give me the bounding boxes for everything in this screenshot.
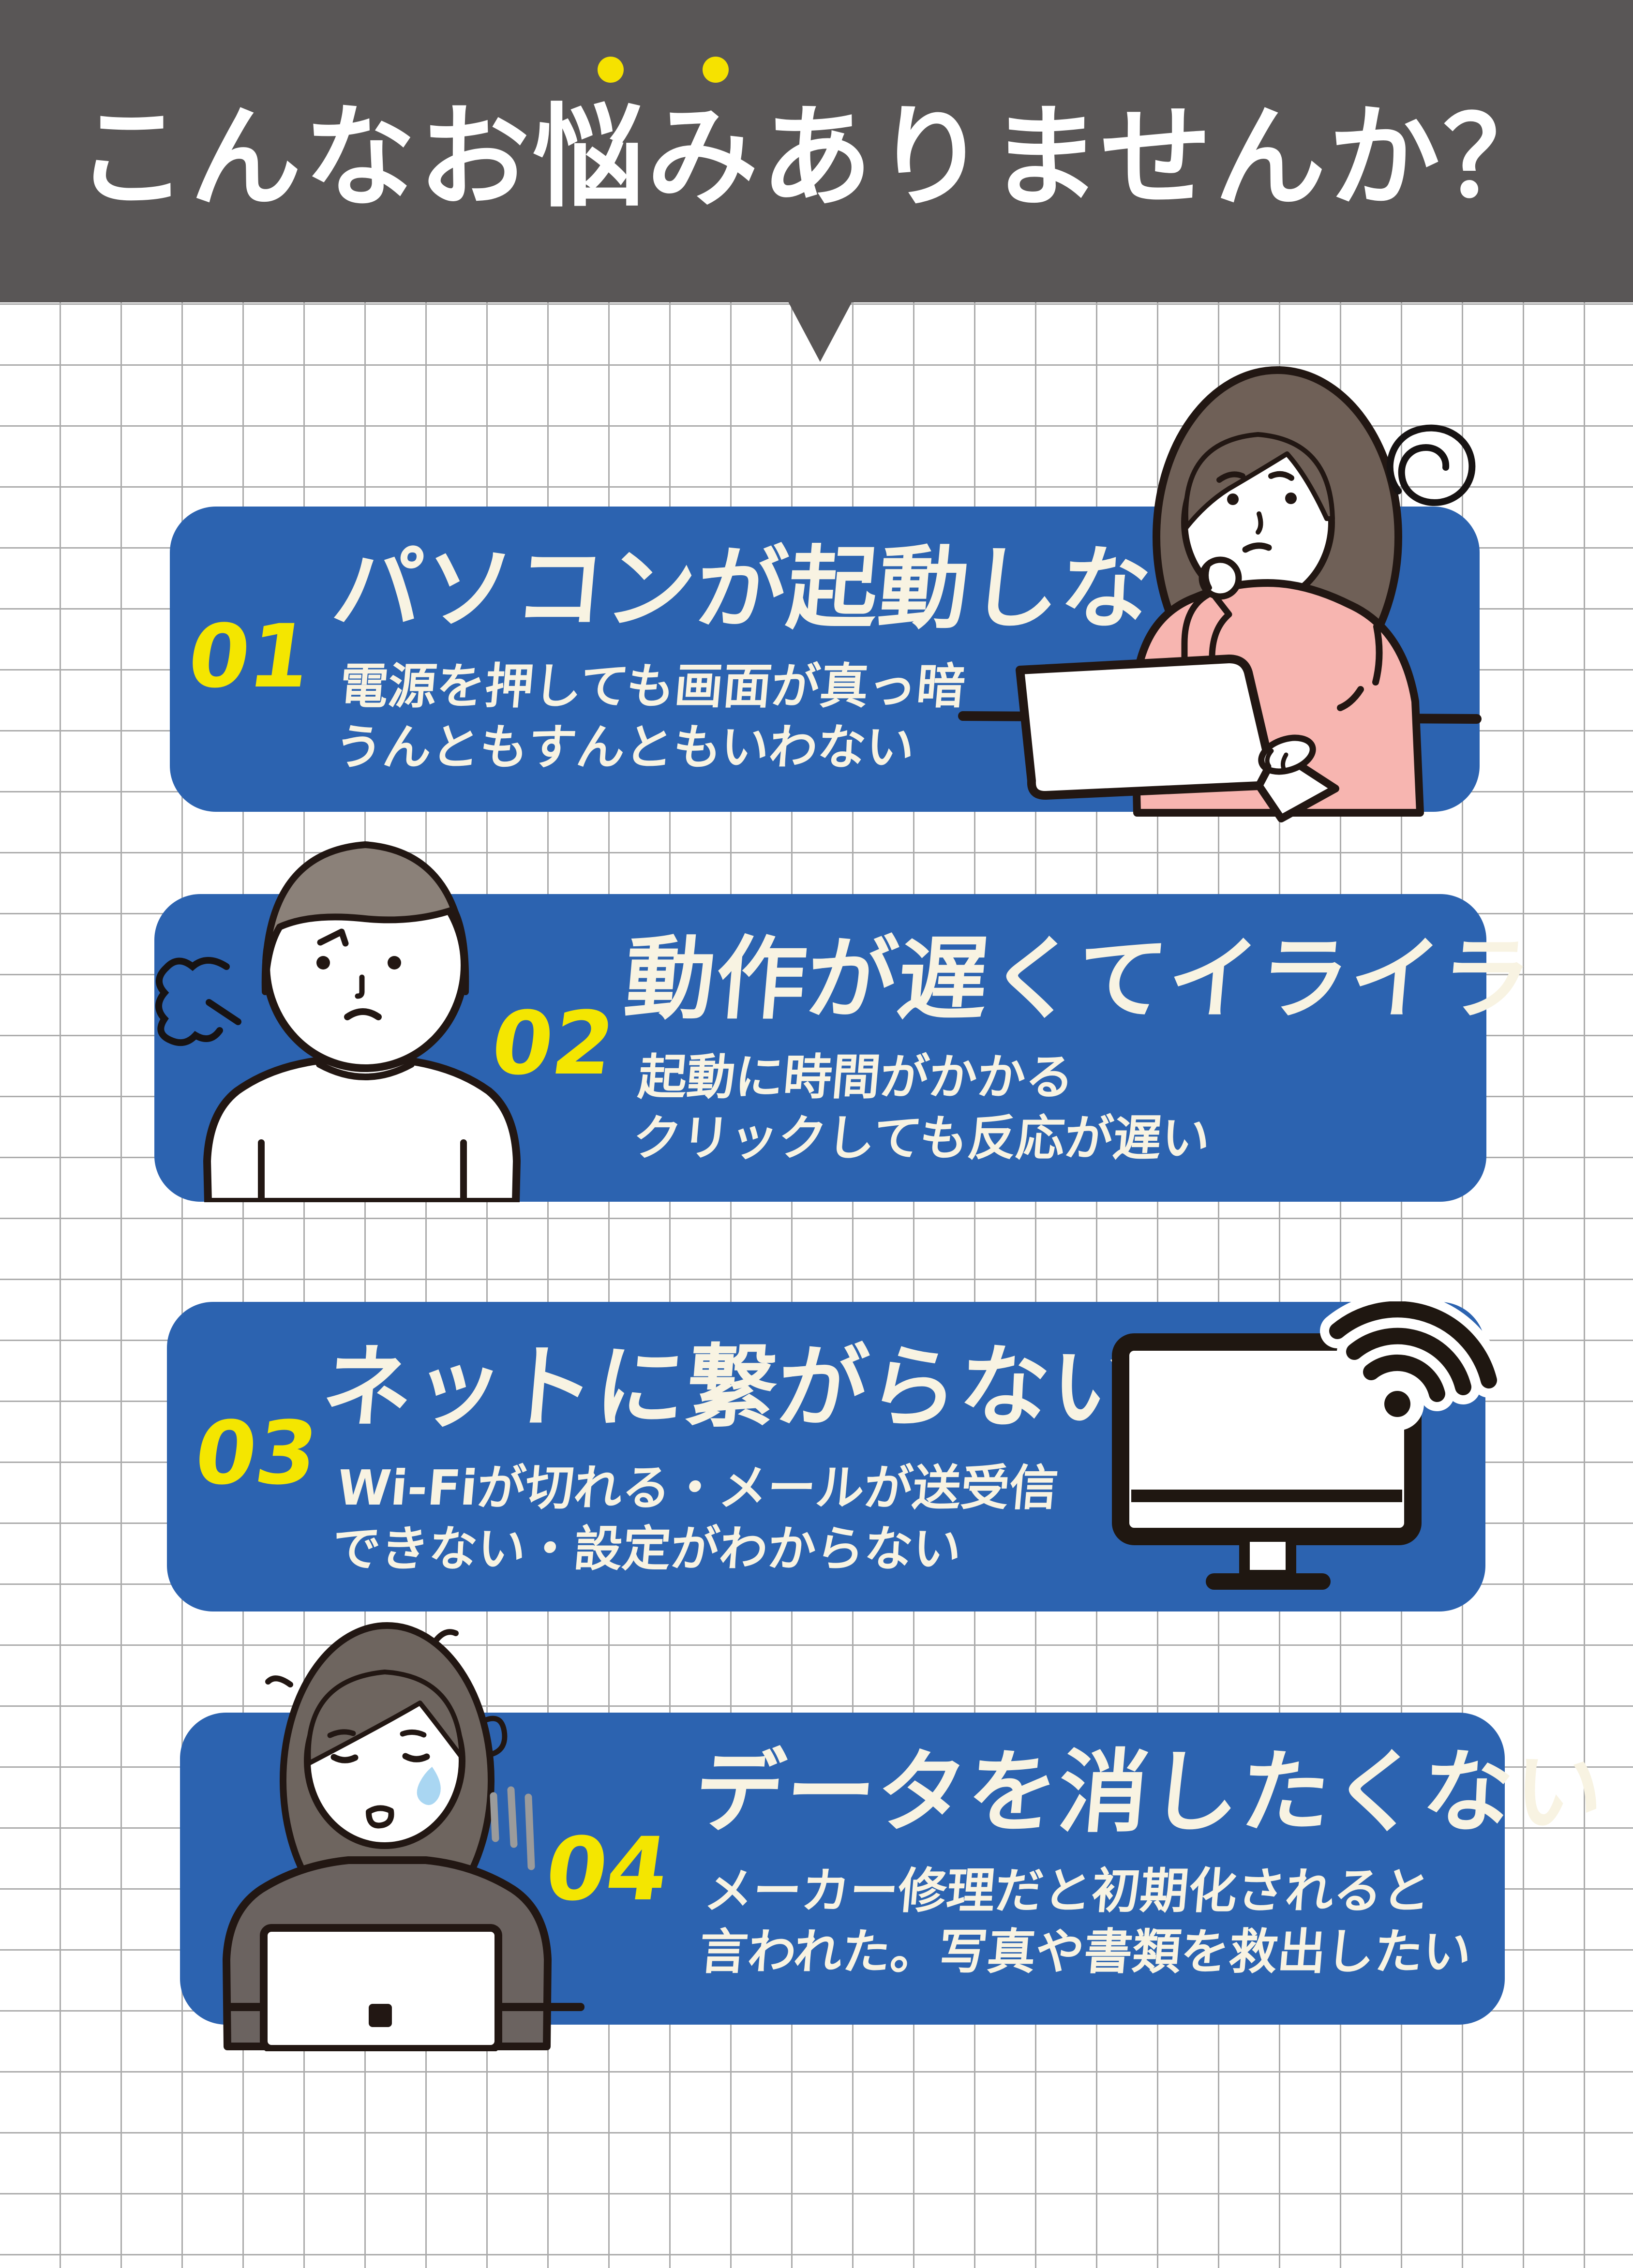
frustrated-man bbox=[203, 841, 521, 1202]
yellow-dot-icon bbox=[598, 57, 624, 83]
card-description: Wi-Fiが切れる・メールが送受信 できない・設定がわからない bbox=[330, 1458, 1061, 1580]
description-line: Wi-Fiが切れる・メールが送受信 bbox=[335, 1460, 1061, 1516]
description-line: メーカー修理だと初期化されると bbox=[702, 1863, 1433, 1919]
card-title: ネットに繋がらない bbox=[318, 1335, 1146, 1440]
description-line: 電源を押しても画面が真っ暗 bbox=[337, 658, 968, 715]
card-number: 03 bbox=[188, 1403, 324, 1504]
tear-icon bbox=[417, 1767, 441, 1805]
stress-marks-icon bbox=[482, 1716, 535, 1870]
card-description: メーカー修理だと初期化されると 言われた。写真や書類を救出したい bbox=[697, 1861, 1479, 1983]
laptop-icon bbox=[260, 1924, 502, 2051]
page-title: こんなお悩みありませんか？ bbox=[75, 93, 1558, 223]
card-description: 電源を押しても画面が真っ暗 うんともすんともいわない bbox=[332, 656, 968, 778]
frustrated-man-illustration bbox=[155, 841, 521, 1202]
card-title: 動作が遅くてイライラ bbox=[620, 926, 1537, 1031]
crying-woman-illustration bbox=[223, 1622, 584, 2051]
card-number: 01 bbox=[181, 606, 317, 707]
desk-line bbox=[226, 2003, 584, 2011]
woman-thinking-illustration bbox=[958, 366, 1482, 822]
description-line: うんともすんともいわない bbox=[332, 719, 917, 776]
laptop-icon bbox=[1016, 655, 1339, 822]
description-line: 言われた。写真や書類を救出したい bbox=[697, 1924, 1474, 1980]
down-triangle-icon bbox=[788, 301, 853, 362]
yellow-dot-icon bbox=[703, 57, 729, 83]
card-title: データを消したくない bbox=[690, 1740, 1609, 1845]
description-line: クリックしても反応が遅い bbox=[630, 1110, 1213, 1166]
anger-puff-icon bbox=[155, 957, 241, 1046]
wifi-icon bbox=[1320, 1301, 1506, 1431]
monitor-wifi-illustration bbox=[1112, 1301, 1506, 1590]
header-banner: こんなお悩みありませんか？ bbox=[0, 0, 1633, 302]
description-line: 起動に時間がかかる bbox=[636, 1049, 1077, 1105]
card-description: 起動に時間がかかる クリックしても反応が遅い bbox=[630, 1047, 1218, 1169]
annoyance-swirl-icon bbox=[1386, 424, 1476, 506]
monitor-icon bbox=[1112, 1333, 1422, 1590]
description-line: できない・設定がわからない bbox=[330, 1521, 964, 1577]
